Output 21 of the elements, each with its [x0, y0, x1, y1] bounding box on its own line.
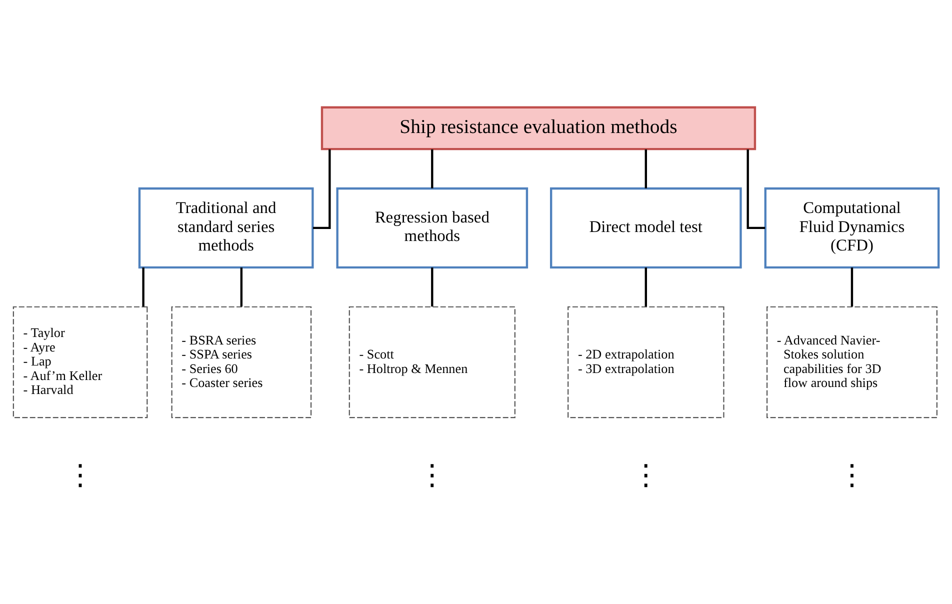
node-box: - Scott - Holtrop & Mennen [348, 306, 516, 418]
node-box: - 2D extrapolation - 3D extrapolation [568, 306, 724, 418]
label: ⋮ [838, 458, 866, 491]
node-box: - Taylor - Ayre - Lap - Auf’m Keller - Harvald [12, 306, 148, 418]
node-box: Regression based methods [336, 186, 528, 268]
label: ⋮ [632, 458, 660, 491]
node-box: - Advanced Navier-Stokes solution capabilities for 3D flow around ships [766, 306, 938, 418]
node-box: - BSRA series - SSPA series - Series 60 - Coaster series [171, 306, 312, 418]
connector [142, 267, 144, 306]
node-box: Direct model test [550, 186, 742, 268]
connector [644, 148, 647, 188]
node-box: Computational Fluid Dynamics (CFD) [764, 186, 940, 268]
connector [431, 267, 434, 306]
node-box: Ship resistance evaluation methods [320, 106, 756, 150]
connector [431, 148, 434, 188]
connector [644, 267, 647, 306]
connector [850, 267, 854, 306]
label: ⋮ [66, 458, 95, 491]
node-box: Traditional and standard series methods [138, 186, 314, 268]
connector [240, 267, 243, 306]
label: ⋮ [418, 458, 446, 491]
